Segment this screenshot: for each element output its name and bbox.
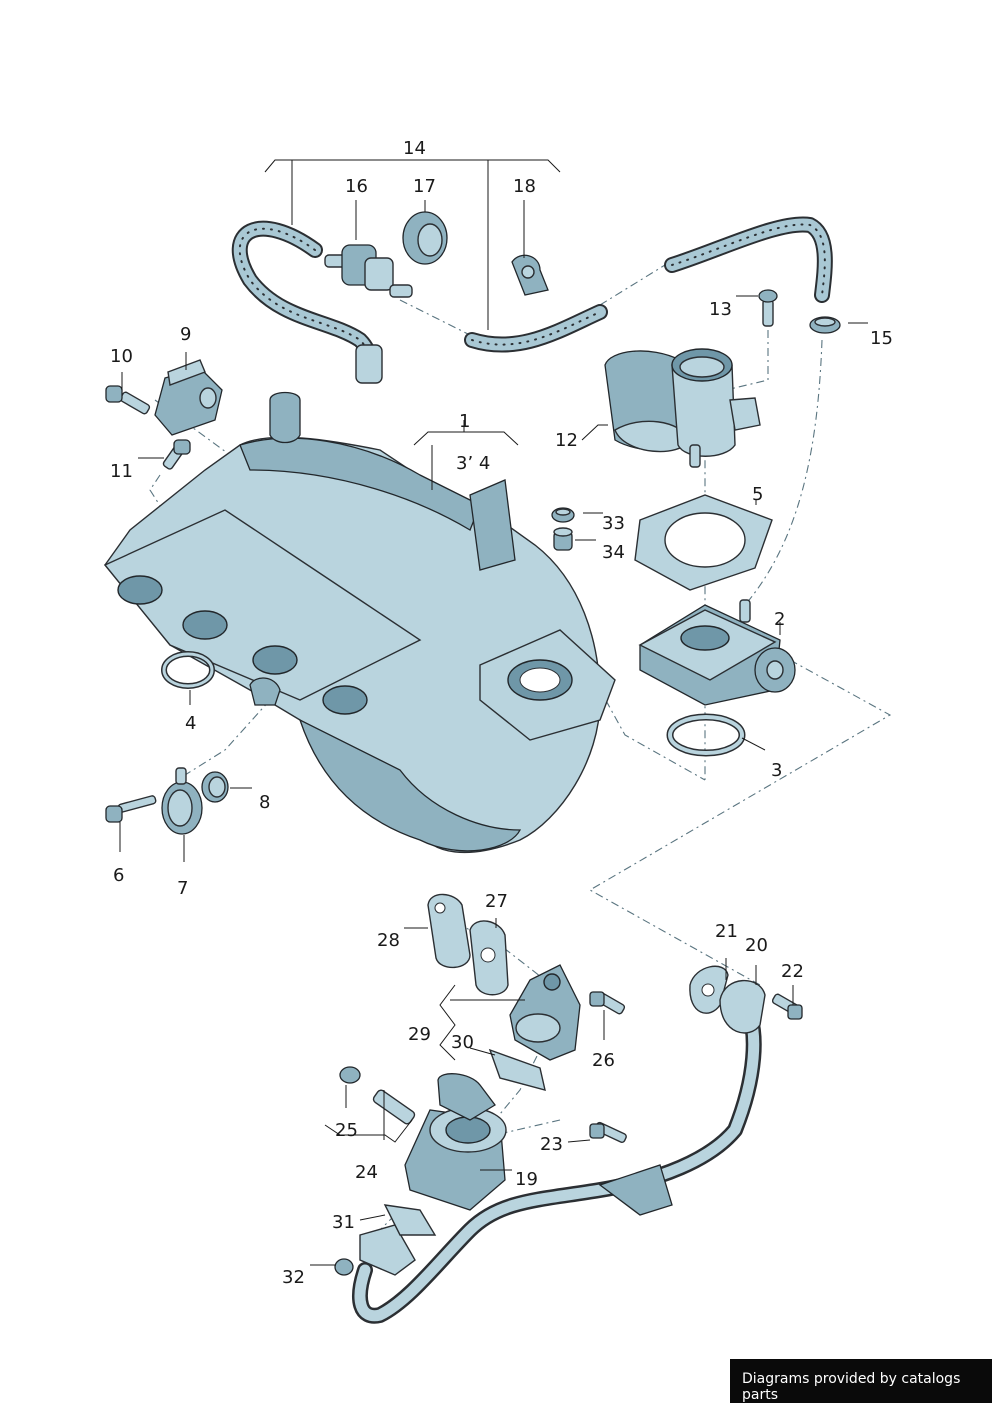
callout-6: 6 <box>113 865 125 886</box>
callout-5: 5 <box>752 484 764 505</box>
throttle-adapter-icon <box>638 599 796 706</box>
callout-8: 8 <box>259 792 271 813</box>
callout-25: 25 <box>335 1120 358 1141</box>
callout-22: 22 <box>781 961 804 982</box>
bolt-26-icon <box>589 991 626 1015</box>
callout-2: 2 <box>774 609 786 630</box>
callout-32: 32 <box>282 1267 305 1288</box>
gasket-28-icon <box>427 893 471 969</box>
callout-3-4: 3’ 4 <box>456 453 491 474</box>
check-valve-icon <box>324 244 413 298</box>
callout-31: 31 <box>332 1212 355 1233</box>
callout-18: 18 <box>513 176 536 197</box>
egr-adapter-29-icon <box>509 964 581 1061</box>
bolt-22-icon <box>771 993 803 1020</box>
callout-1: 1 <box>459 411 471 432</box>
callout-16: 16 <box>345 176 368 197</box>
gasket-5-icon <box>634 494 773 591</box>
sleeve-34-icon <box>553 527 573 551</box>
callout-23: 23 <box>540 1134 563 1155</box>
bolt-11-icon <box>162 439 191 470</box>
egr-valve-19-icon <box>404 1073 507 1211</box>
callout-7: 7 <box>177 878 189 899</box>
callout-21: 21 <box>715 921 738 942</box>
callout-9: 9 <box>180 324 192 345</box>
cap-25-icon <box>339 1066 361 1084</box>
callout-12: 12 <box>555 430 578 451</box>
gasket-31-icon <box>383 1204 437 1236</box>
leader-lines <box>119 159 868 1266</box>
callout-3: 3 <box>771 760 783 781</box>
hose-clip-icon <box>511 254 549 296</box>
callout-17: 17 <box>413 176 436 197</box>
bolt-10-icon <box>105 385 151 415</box>
callout-24: 24 <box>355 1162 378 1183</box>
callout-20: 20 <box>745 935 768 956</box>
bolt-6-icon <box>105 795 157 823</box>
callout-33: 33 <box>602 513 625 534</box>
bolt-23-icon <box>589 1121 627 1144</box>
screw-13-icon <box>758 289 778 327</box>
callout-29: 29 <box>408 1024 431 1045</box>
flange-plate-icon <box>154 359 223 436</box>
callout-27: 27 <box>485 891 508 912</box>
callout-19: 19 <box>515 1169 538 1190</box>
clamp-33-icon <box>551 507 575 523</box>
seal-8-icon <box>201 771 229 803</box>
callout-26: 26 <box>592 1050 615 1071</box>
vacuum-hose-left <box>231 220 383 384</box>
callout-4: 4 <box>185 713 197 734</box>
callout-34: 34 <box>602 542 625 563</box>
hose-clamp-15-icon <box>809 316 841 334</box>
o-ring-3-icon <box>666 713 746 757</box>
gasket-27-icon <box>469 920 509 996</box>
throttle-body-icon <box>604 348 761 468</box>
callout-13: 13 <box>709 299 732 320</box>
callout-28: 28 <box>377 930 400 951</box>
callout-11: 11 <box>110 461 133 482</box>
vacuum-hose-middle <box>464 304 608 353</box>
filter-24-icon <box>372 1089 416 1125</box>
callout-30: 30 <box>451 1032 474 1053</box>
callout-15: 15 <box>870 328 893 349</box>
vacuum-hose-right <box>664 216 833 303</box>
callout-10: 10 <box>110 346 133 367</box>
intake-manifold-icon <box>103 391 616 854</box>
credit-banner: Diagrams provided by catalogs parts <box>730 1359 992 1403</box>
sealing-ring-icon <box>402 211 448 265</box>
nut-32-icon <box>334 1258 354 1276</box>
sensor-7-icon <box>161 767 203 835</box>
gasket-30-icon <box>488 1048 546 1091</box>
callout-14: 14 <box>403 138 426 159</box>
egr-pipe-20-icon <box>352 979 766 1324</box>
o-ring-4-icon <box>161 651 215 689</box>
